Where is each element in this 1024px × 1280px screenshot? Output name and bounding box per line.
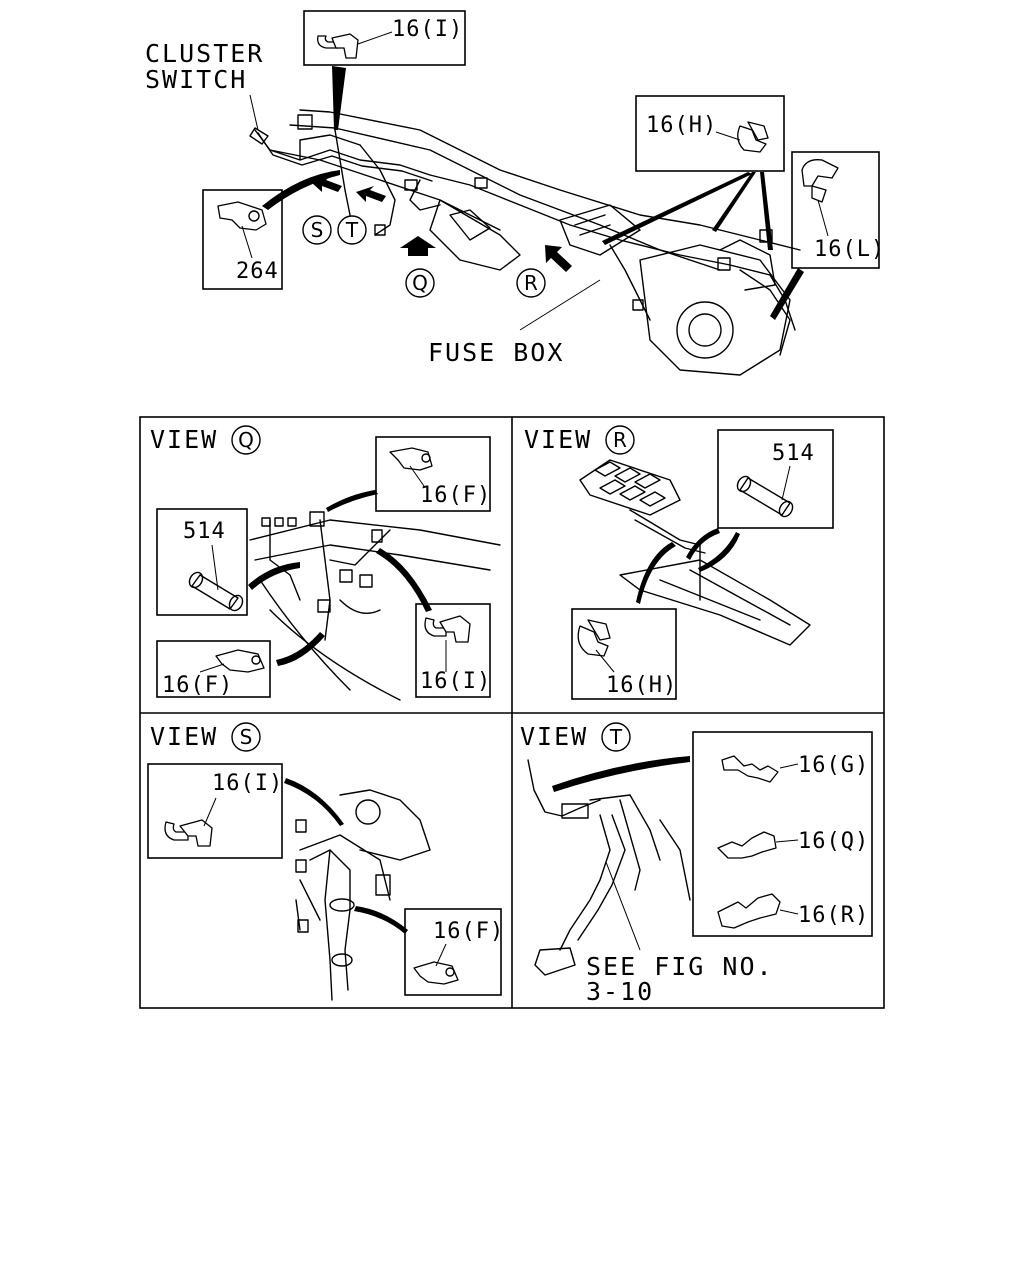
see-fig-label-line2: 3-10: [586, 977, 654, 1006]
view-q-514-text: 514: [183, 519, 226, 544]
callout-top-264: 264: [202, 189, 283, 290]
view-t-16g-text: 16(G): [798, 753, 869, 778]
view-q-title: VIEW: [150, 425, 218, 454]
svg-text:Q: Q: [412, 271, 428, 295]
callout-top-16h-text: 16(H): [646, 113, 717, 138]
view-q-16f-top-text: 16(F): [420, 483, 491, 508]
view-q-16i-text: 16(I): [420, 669, 491, 694]
svg-text:T: T: [345, 218, 359, 242]
view-t-16q-text: 16(Q): [798, 829, 869, 854]
cluster-switch-label-line1: CLUSTER: [145, 39, 264, 68]
view-q-16f-bottom-text: 16(F): [162, 673, 233, 698]
callout-top-264-text: 264: [236, 259, 279, 284]
view-q-letter: Q: [238, 428, 254, 452]
view-grid: [139, 416, 885, 1009]
view-t-title: VIEW: [520, 722, 588, 751]
view-s-16f-text: 16(F): [433, 919, 504, 944]
view-marker-q: Q: [405, 268, 435, 298]
view-r-letter: R: [613, 428, 627, 452]
view-marker-s: S: [302, 215, 332, 245]
callout-top-16i: 16(I): [303, 10, 466, 66]
view-t-16r-text: 16(R): [798, 903, 869, 928]
callout-top-16l: 16(L): [791, 151, 885, 269]
view-r-16h-text: 16(H): [606, 673, 677, 698]
fuse-box-label: FUSE BOX: [428, 338, 564, 367]
view-r-panel: VIEW R 514 16(H): [524, 425, 834, 700]
view-s-16i-text: 16(I): [212, 771, 283, 796]
callout-top-16i-text: 16(I): [392, 17, 463, 42]
view-marker-t: T: [337, 215, 367, 245]
view-r-title: VIEW: [524, 425, 592, 454]
overview-illustration: [249, 66, 804, 376]
see-fig-label-line1: SEE FIG NO.: [586, 952, 774, 981]
view-r-514-text: 514: [772, 441, 815, 466]
callout-top-16h: 16(H): [635, 95, 785, 172]
view-s-panel: VIEW S 16(I) 16(F): [147, 722, 504, 1001]
view-t-letter: T: [609, 725, 623, 749]
view-s-letter: S: [240, 725, 253, 749]
svg-text:S: S: [311, 218, 324, 242]
view-q-panel: VIEW Q 16(F) 514: [150, 425, 501, 701]
view-t-panel: VIEW T SEE FIG NO. 3-10 16(G) 16(Q) 16(R…: [520, 722, 873, 1006]
callout-top-16l-text: 16(L): [814, 237, 885, 262]
cluster-switch-label-line2: SWITCH: [145, 65, 247, 94]
view-s-title: VIEW: [150, 722, 218, 751]
view-marker-r: R: [516, 268, 546, 298]
svg-text:R: R: [524, 271, 538, 295]
